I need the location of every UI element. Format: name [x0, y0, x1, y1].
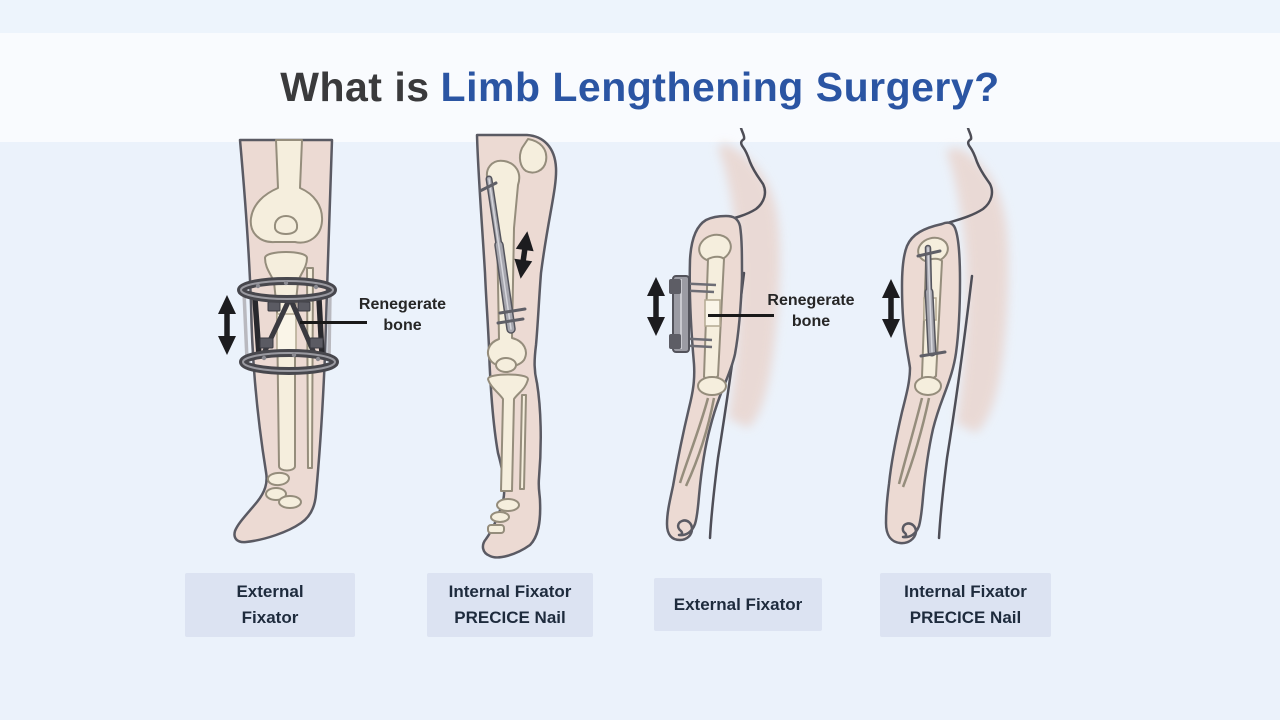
- caption-line: Internal Fixator: [904, 582, 1027, 601]
- top-strip: [0, 0, 1280, 33]
- title-prefix: What is: [280, 64, 430, 110]
- illustration-arm-internal-fixator: [858, 128, 1023, 548]
- ring-fixator: [237, 277, 339, 375]
- caption-line: Internal Fixator: [448, 582, 572, 601]
- caption-line: Fixator: [241, 608, 299, 627]
- pointer-line-right: [708, 314, 774, 317]
- caption-arm-internal-fixator: Internal Fixator PRECICE Nail: [880, 573, 1051, 637]
- annotation-regenerate-bone-right: Renegerate bone: [757, 290, 865, 332]
- caption-line: PRECICE Nail: [454, 608, 566, 627]
- lengthen-arrow-icon: [218, 295, 236, 355]
- precice-nail: [916, 244, 947, 358]
- annotation-regenerate-bone-left: Renegerate bone: [350, 294, 455, 336]
- illustration-leg-internal-fixator: [428, 133, 603, 569]
- leg-bones: [249, 139, 324, 509]
- pointer-line-left: [300, 321, 367, 324]
- annotation-line2: bone: [791, 313, 831, 330]
- annotation-line1: Renegerate: [767, 292, 855, 309]
- annotation-line2: bone: [383, 317, 422, 334]
- lengthen-arrow-icon: [514, 231, 534, 279]
- torso-silhouette: [946, 148, 1009, 433]
- regenerate-bone-zone: [704, 299, 721, 327]
- lengthen-arrow-icon: [647, 277, 665, 336]
- caption-leg-external-fixator: External Fixator: [185, 573, 355, 637]
- caption-leg-internal-fixator: Internal Fixator PRECICE Nail: [427, 573, 593, 637]
- caption-arm-external-fixator: External Fixator: [654, 578, 822, 631]
- lengthen-arrow-icon: [882, 279, 900, 338]
- caption-line: External Fixator: [673, 594, 803, 614]
- torso-silhouette: [718, 143, 781, 428]
- profile-outline: [937, 128, 994, 540]
- precice-nail: [478, 175, 527, 334]
- caption-line: PRECICE Nail: [909, 608, 1022, 627]
- illustration-leg-external-fixator: [118, 136, 380, 572]
- rail-fixator: [669, 275, 717, 353]
- annotation-line1: Renegerate: [358, 296, 447, 313]
- caption-line: External: [236, 582, 304, 601]
- title-highlight: Limb Lengthening Surgery?: [440, 64, 1000, 110]
- illustration-arm-external-fixator: [628, 128, 793, 548]
